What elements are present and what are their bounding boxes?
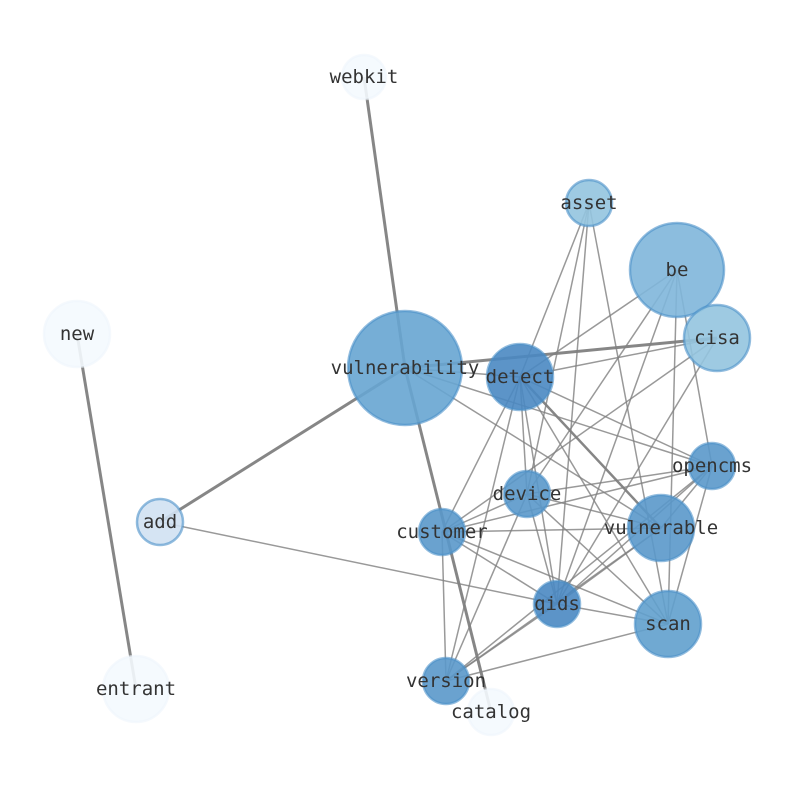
node-vulnerable bbox=[626, 493, 696, 563]
edge-customer-scan bbox=[441, 531, 669, 625]
node-vulnerability bbox=[346, 309, 464, 427]
node-label-be: be bbox=[666, 259, 689, 281]
node-label-customer: customer bbox=[396, 521, 488, 543]
edge-add-qids bbox=[159, 521, 558, 605]
node-label-device: device bbox=[493, 483, 562, 505]
nodes-layer bbox=[42, 53, 752, 737]
node-asset bbox=[564, 178, 614, 228]
node-qids bbox=[532, 579, 582, 629]
edge-detect-version bbox=[445, 376, 521, 682]
node-label-detect: detect bbox=[486, 366, 555, 388]
edge-customer-opencms bbox=[441, 465, 713, 533]
node-be bbox=[628, 221, 726, 319]
node-label-catalog: catalog bbox=[451, 701, 531, 723]
node-version bbox=[421, 656, 471, 706]
edge-be-qids bbox=[556, 269, 678, 605]
node-label-vulnerable: vulnerable bbox=[604, 517, 718, 539]
node-label-add: add bbox=[143, 511, 177, 533]
node-label-cisa: cisa bbox=[694, 327, 740, 349]
node-device bbox=[502, 469, 552, 519]
labels-layer: webkit asset be cisa new vulnerability detect o… bbox=[60, 66, 752, 723]
node-detect bbox=[485, 342, 555, 412]
edge-device-version bbox=[445, 493, 528, 682]
node-opencms bbox=[687, 441, 737, 491]
node-label-opencms: opencms bbox=[672, 455, 752, 477]
node-label-new: new bbox=[60, 323, 95, 345]
node-label-asset: asset bbox=[560, 192, 617, 214]
node-cisa bbox=[682, 303, 752, 373]
edge-cisa-customer bbox=[441, 337, 718, 533]
edge-device-opencms bbox=[526, 465, 713, 495]
edge-detect-vulnerable bbox=[519, 376, 662, 529]
node-customer bbox=[417, 507, 467, 557]
edge-customer-version bbox=[441, 531, 447, 682]
node-entrant bbox=[101, 654, 171, 724]
edge-detect-scan bbox=[519, 376, 669, 625]
node-label-entrant: entrant bbox=[96, 678, 176, 700]
node-label-webkit: webkit bbox=[330, 66, 399, 88]
node-label-vulnerability: vulnerability bbox=[331, 357, 480, 379]
edge-customer-vulnerable bbox=[441, 527, 662, 533]
node-label-qids: qids bbox=[534, 593, 580, 615]
node-label-version: version bbox=[406, 670, 486, 692]
node-add bbox=[135, 497, 185, 547]
edge-scan-version bbox=[445, 623, 669, 682]
edge-asset-device bbox=[526, 202, 590, 495]
node-new bbox=[42, 299, 112, 369]
edge-cisa-qids bbox=[556, 337, 718, 605]
edge-detect-opencms bbox=[519, 376, 713, 467]
edge-asset-qids bbox=[556, 202, 590, 605]
node-catalog bbox=[466, 687, 516, 737]
node-label-scan: scan bbox=[645, 613, 691, 635]
node-webkit bbox=[340, 53, 388, 101]
edge-new-entrant bbox=[75, 333, 138, 690]
node-scan bbox=[633, 589, 703, 659]
